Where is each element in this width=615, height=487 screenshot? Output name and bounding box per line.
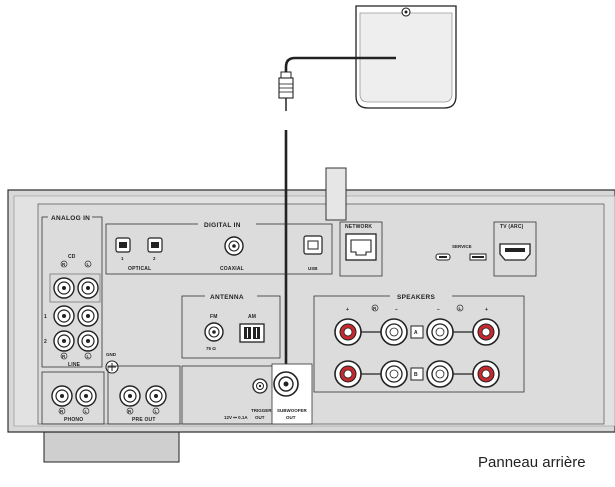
subwoofer-cable <box>284 56 396 72</box>
speaker-terminals-a: A <box>334 318 500 346</box>
receiver-body <box>7 189 615 433</box>
svg-text:COAXIAL: COAXIAL <box>220 266 244 272</box>
analog-in-label: ANALOG IN <box>51 215 90 222</box>
svg-text:+: + <box>485 307 488 313</box>
svg-text:PRE OUT: PRE OUT <box>132 417 156 423</box>
svg-text:ANTENNA: ANTENNA <box>210 294 244 301</box>
svg-text:SUBWOOFER: SUBWOOFER <box>277 408 307 413</box>
caption-label: Panneau arrière <box>478 454 586 471</box>
svg-text:−: − <box>437 307 440 313</box>
svg-text:L: L <box>155 409 158 414</box>
antenna-section: ANTENNA FM 75 Ω AM <box>181 292 281 359</box>
svg-text:DIGITAL IN: DIGITAL IN <box>204 222 241 229</box>
service-ports: SERVICE <box>435 244 487 261</box>
svg-text:OUT: OUT <box>255 415 265 420</box>
speakers-section: SPEAKERS + R − − L + A B <box>313 292 525 393</box>
digital-in-section: DIGITAL IN 1 2 OPTICAL COAXIAL <box>105 220 333 275</box>
usb-port: USB <box>303 235 323 271</box>
svg-text:GND: GND <box>106 352 117 357</box>
svg-text:2: 2 <box>153 256 156 261</box>
svg-text:B: B <box>414 372 418 378</box>
svg-text:1: 1 <box>44 314 47 320</box>
svg-text:R: R <box>128 409 132 414</box>
tv-arc-port: TV (ARC) <box>493 221 537 277</box>
svg-text:A: A <box>414 330 418 336</box>
svg-text:+: + <box>346 307 349 313</box>
svg-text:R: R <box>62 262 66 267</box>
subwoofer-unit <box>355 5 457 109</box>
svg-text:R: R <box>62 354 66 359</box>
cd-jacks <box>53 277 99 299</box>
panel-tab <box>325 167 347 221</box>
receiver-foot <box>43 431 180 463</box>
svg-text:2: 2 <box>44 339 47 345</box>
svg-text:TV (ARC): TV (ARC) <box>500 224 524 230</box>
svg-text:R: R <box>60 409 64 414</box>
svg-text:L: L <box>85 409 88 414</box>
svg-text:FM: FM <box>210 314 218 320</box>
svg-text:NETWORK: NETWORK <box>345 224 372 230</box>
svg-text:L: L <box>459 306 462 311</box>
svg-text:USB: USB <box>308 266 318 271</box>
cd-label: CD <box>68 254 76 260</box>
svg-text:OPTICAL: OPTICAL <box>128 266 151 272</box>
svg-text:L: L <box>87 354 90 359</box>
svg-text:TRIGGER: TRIGGER <box>251 408 272 413</box>
line-label: LINE <box>68 362 81 368</box>
gnd-terminal: GND <box>105 352 119 374</box>
svg-text:AM: AM <box>248 314 256 320</box>
rca-plug <box>278 71 294 111</box>
svg-text:L: L <box>87 262 90 267</box>
svg-text:R: R <box>373 306 377 311</box>
svg-text:75 Ω: 75 Ω <box>206 346 216 351</box>
svg-text:−: − <box>395 307 398 313</box>
subwoofer-out-port: SUBWOOFER OUT <box>271 363 313 425</box>
svg-text:SERVICE: SERVICE <box>452 244 472 249</box>
pre-out-section: R L PRE OUT <box>107 365 181 425</box>
svg-text:12V ⎓ 0.1A: 12V ⎓ 0.1A <box>224 415 248 420</box>
network-port: NETWORK <box>339 221 383 277</box>
svg-text:PHONO: PHONO <box>64 417 83 423</box>
phono-section: R L PHONO <box>41 371 105 425</box>
svg-text:SPEAKERS: SPEAKERS <box>397 294 436 301</box>
speaker-terminals-b: B <box>334 360 500 388</box>
analog-in-section: ANALOG IN CD R L 1 2 R L LINE <box>41 214 103 368</box>
svg-text:1: 1 <box>121 256 124 261</box>
svg-text:OUT: OUT <box>286 415 296 420</box>
trigger-out-section: TRIGGER OUT 12V ⎓ 0.1A <box>181 365 275 425</box>
